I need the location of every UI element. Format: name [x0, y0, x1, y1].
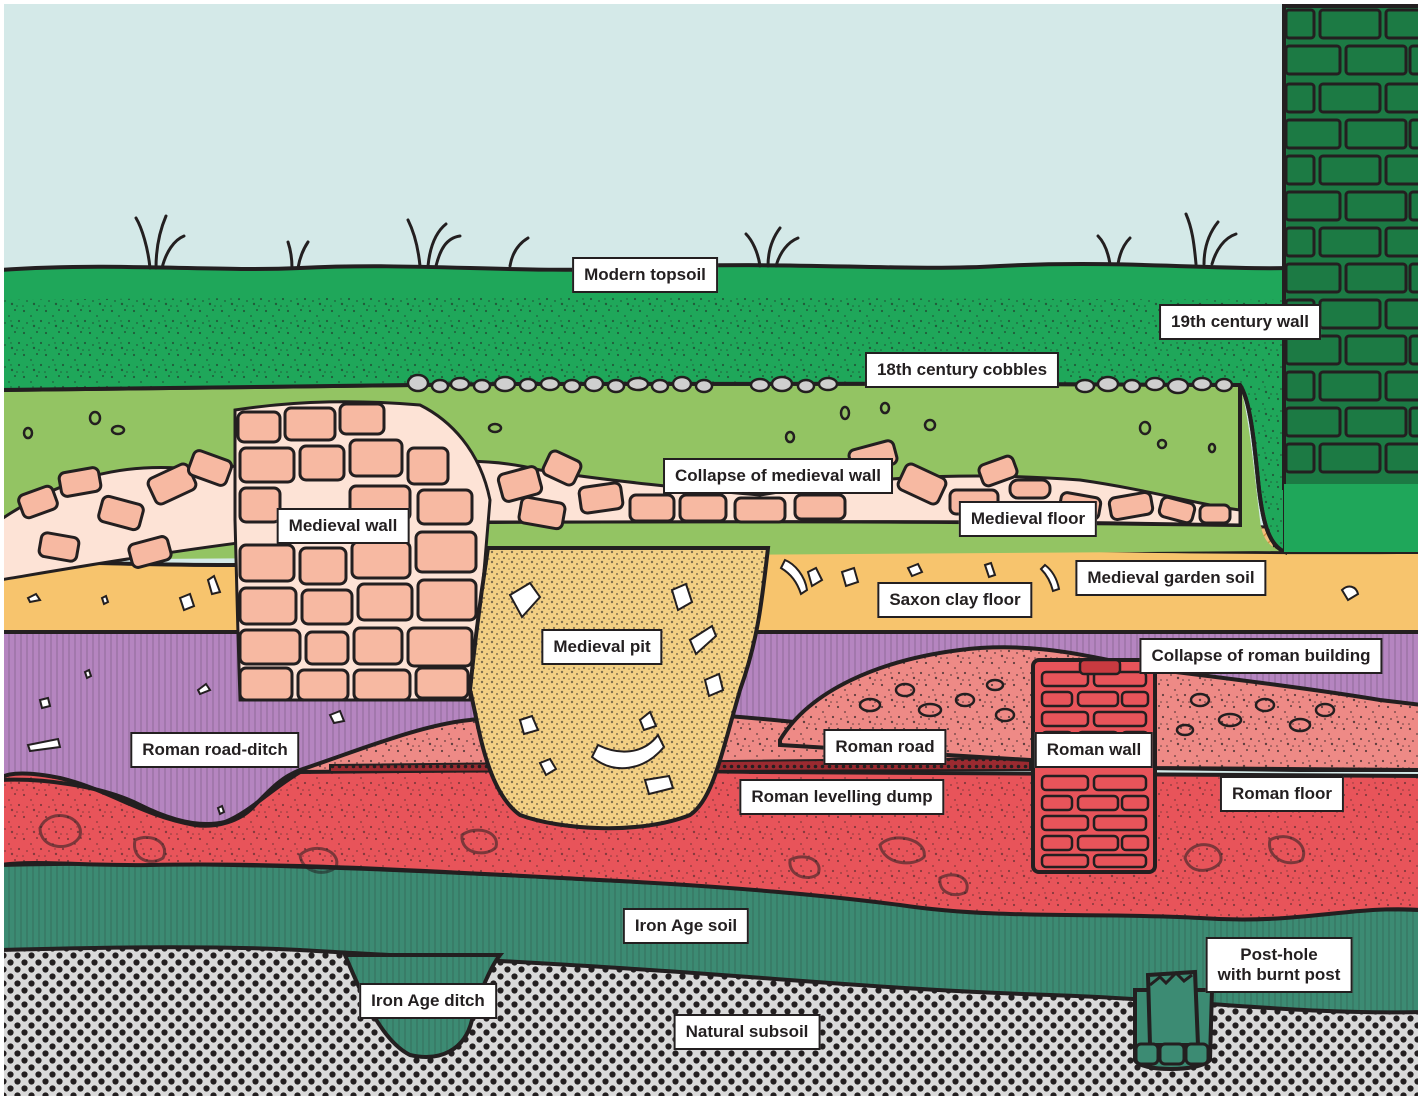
medieval-wall-structure — [235, 402, 490, 700]
roman-road-label: Roman road — [823, 729, 946, 765]
roman-floor-label: Roman floor — [1220, 776, 1344, 812]
nineteenth-century-wall-label: 19th century wall — [1159, 304, 1321, 340]
nineteenth-century-brick-wall — [1284, 6, 1422, 552]
medieval-pit-label: Medieval pit — [541, 629, 662, 665]
eighteenth-century-cobbles-label: 18th century cobbles — [865, 352, 1059, 388]
iron-age-soil-label: Iron Age soil — [623, 908, 749, 944]
roman-wall-label: Roman wall — [1035, 732, 1153, 768]
iron-age-ditch-label: Iron Age ditch — [359, 983, 497, 1019]
roman-levelling-dump-label: Roman levelling dump — [739, 779, 944, 815]
medieval-floor-label: Medieval floor — [959, 501, 1097, 537]
medieval-wall-label: Medieval wall — [277, 508, 410, 544]
modern-topsoil-label: Modern topsoil — [572, 257, 718, 293]
medieval-garden-soil-label: Medieval garden soil — [1075, 560, 1266, 596]
post-hole-with-burnt-post-label: Post-hole with burnt post — [1206, 937, 1353, 993]
collapse-of-medieval-wall-label: Collapse of medieval wall — [663, 458, 893, 494]
saxon-clay-floor-label: Saxon clay floor — [877, 582, 1032, 618]
roman-road-ditch-label: Roman road-ditch — [130, 732, 299, 768]
natural-subsoil-label: Natural subsoil — [674, 1014, 821, 1050]
collapse-of-roman-building-label: Collapse of roman building — [1139, 638, 1382, 674]
